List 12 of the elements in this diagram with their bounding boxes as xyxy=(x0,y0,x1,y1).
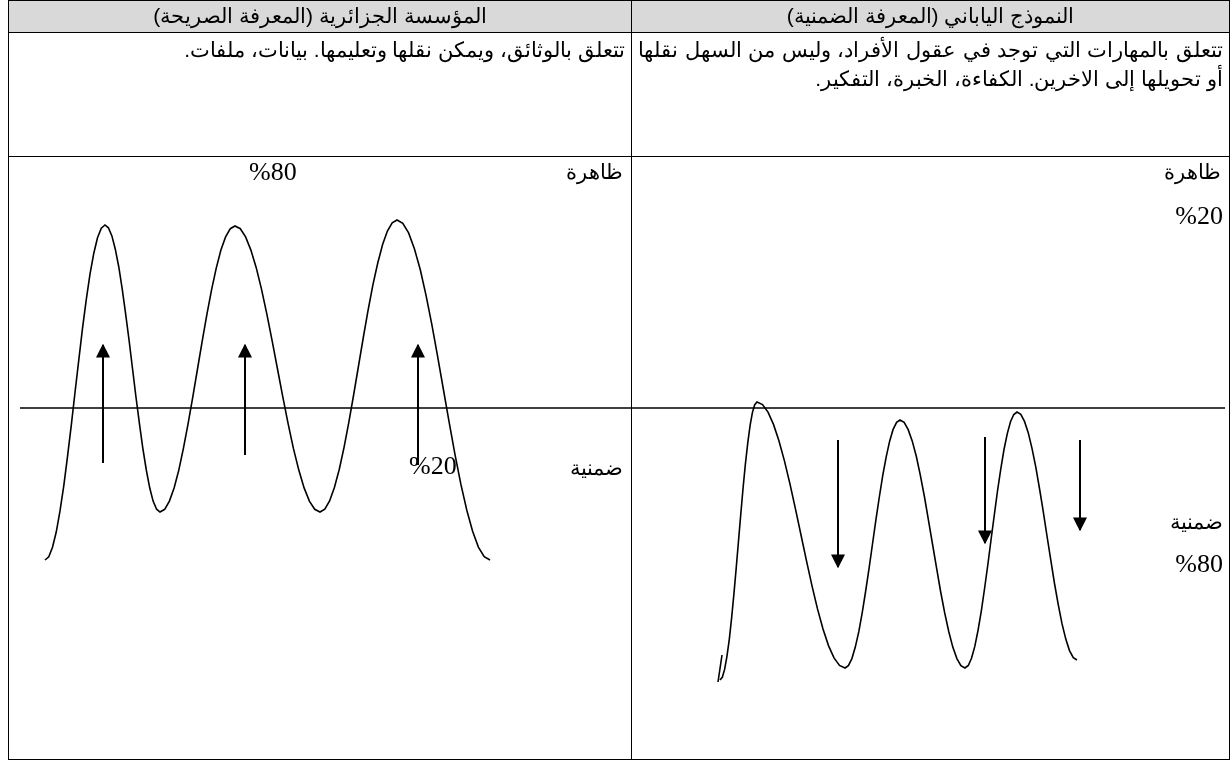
column-heading: المؤسسة الجزائرية (المعرفة الصريحة) xyxy=(152,3,488,31)
level-label: ظاهرة xyxy=(1164,159,1221,185)
level-label: ضمنية xyxy=(570,455,623,481)
level-label: ظاهرة xyxy=(566,159,623,185)
percentage-label: %80 xyxy=(1175,549,1223,579)
percentage-label: %20 xyxy=(1175,201,1223,231)
level-label: ضمنية xyxy=(1170,509,1223,535)
description-text: تتعلق بالمهارات التي توجد في عقول الأفراد، وليس من السهل نقلها أو تحويلها إلى الاخرين. الكفاءة، الخبرة، التفكير. xyxy=(637,36,1224,93)
percentage-label: %80 xyxy=(249,157,297,187)
description-text: تتعلق بالوثائق، ويمكن نقلها وتعليمها. بيانات، ملفات. xyxy=(183,37,626,64)
percentage-label: %20 xyxy=(409,451,457,481)
column-heading: النموذج الياباني (المعرفة الضمنية) xyxy=(785,3,1076,31)
